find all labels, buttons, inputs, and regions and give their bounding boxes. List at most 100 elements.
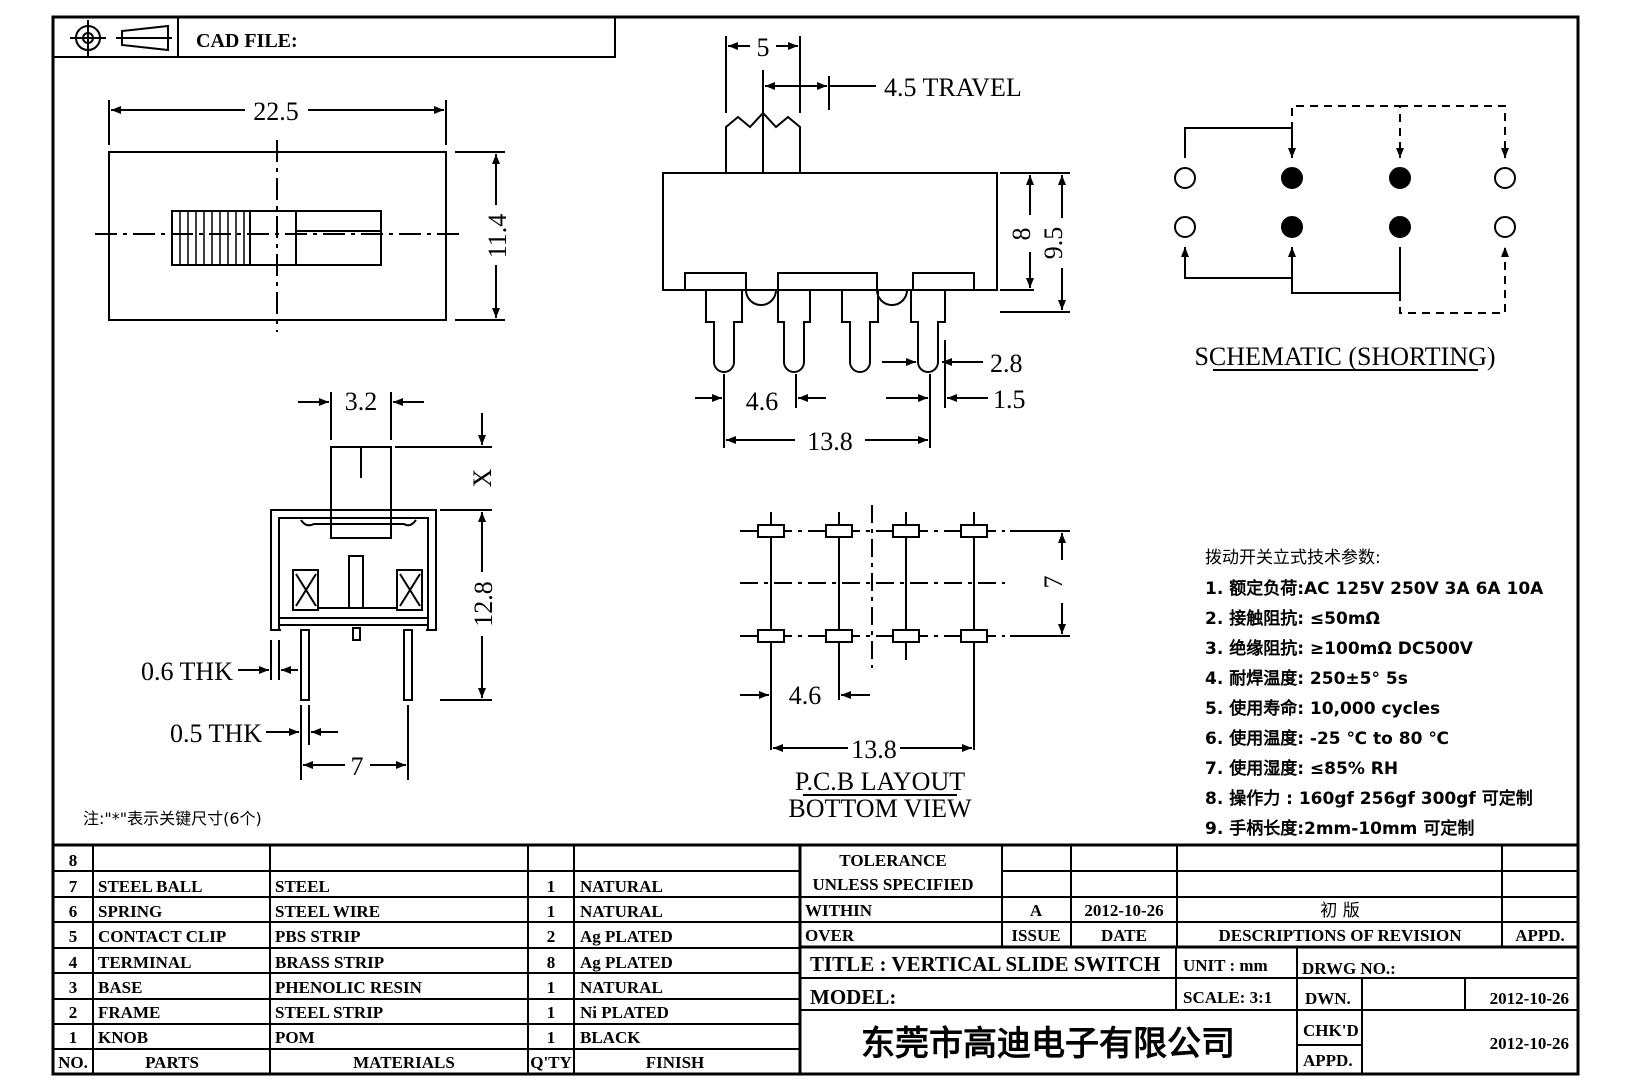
- bom-header-row: NO. PARTS MATERIALS Q'TY FINISH: [58, 1053, 704, 1072]
- front-span-dim: 13.8: [807, 427, 853, 456]
- dwn-label: DWN.: [1305, 989, 1351, 1008]
- spec-list: 拨动开关立式技术参数: 1. 额定负荷:AC 125V 250V 3A 6A 1…: [1205, 548, 1544, 839]
- title-block-grid: [800, 845, 1578, 1074]
- front-pitch-dim: 4.6: [746, 387, 779, 416]
- bom-row: 8: [69, 851, 78, 870]
- bom-part: FRAME: [98, 1003, 160, 1022]
- chkd-label: CHK'D: [1303, 1021, 1359, 1040]
- terminal-open-icon: [1494, 167, 1516, 189]
- bom-qty: 2: [547, 927, 556, 946]
- bom-part: SPRING: [98, 902, 162, 921]
- bom-no: 6: [69, 902, 78, 921]
- appd-header-label: APPD.: [1515, 926, 1565, 945]
- projection-symbol-icon: [70, 20, 172, 56]
- bom-material: STEEL WIRE: [275, 902, 380, 921]
- bom-qty: 1: [547, 1028, 556, 1047]
- bom-part: STEEL BALL: [98, 877, 202, 896]
- bom-header-parts: PARTS: [145, 1053, 199, 1072]
- revision-description: 初 版: [1320, 901, 1359, 921]
- terminal-contact-icon: [1389, 216, 1411, 238]
- side-pin-thk: 0.5 THK: [170, 719, 262, 748]
- bom-finish: Ag PLATED: [580, 927, 673, 946]
- spec-item: 4. 耐焊温度: 250±5° 5s: [1205, 668, 1408, 689]
- terminal-open-icon: [1174, 216, 1196, 238]
- terminal-contact-icon: [1389, 167, 1411, 189]
- bom-material: PHENOLIC RESIN: [275, 978, 423, 997]
- appd-label: APPD.: [1303, 1051, 1353, 1070]
- bom-finish: Ag PLATED: [580, 953, 673, 972]
- issue-label: ISSUE: [1011, 926, 1060, 945]
- unit-label: UNIT : mm: [1183, 956, 1268, 975]
- header-box: CAD FILE:: [52, 16, 616, 58]
- front-height-9-5: 9.5: [1039, 227, 1068, 260]
- bom-qty: 1: [547, 978, 556, 997]
- front-travel-dim: 4.5 TRAVEL: [884, 73, 1022, 102]
- spec-item: 5. 使用寿命: 10,000 cycles: [1205, 698, 1440, 719]
- tolerance-label: TOLERANCE: [839, 851, 946, 870]
- sheet-border: [51, 15, 1580, 1076]
- unless-specified-label: UNLESS SPECIFIED: [812, 875, 973, 894]
- spec-item: 9. 手柄长度:2mm-10mm 可定制: [1205, 818, 1474, 839]
- bom-part: CONTACT CLIP: [98, 927, 226, 946]
- front-height-8: 8: [1007, 228, 1036, 241]
- bom-finish: NATURAL: [580, 877, 663, 896]
- spec-item: 6. 使用温度: -25 ℃ to 80 ℃: [1205, 728, 1449, 749]
- bom-material: BRASS STRIP: [275, 953, 384, 972]
- bom-row: 1 KNOB POM 1 BLACK: [69, 1028, 641, 1047]
- spec-item: 8. 操作力 : 160gf 256gf 300gf 可定制: [1205, 788, 1533, 809]
- front-pin-dim-2-8: 2.8: [990, 349, 1023, 378]
- bom-header-qty: Q'TY: [530, 1053, 572, 1072]
- bom-part: BASE: [98, 978, 142, 997]
- over-label: OVER: [805, 926, 855, 945]
- pcb-layout: [740, 505, 1070, 796]
- pcb-row-dim: 7: [1039, 576, 1068, 589]
- cad-file-label: CAD FILE:: [196, 30, 298, 52]
- terminal-open-icon: [1494, 216, 1516, 238]
- top-width-dim: 22.5: [253, 97, 299, 126]
- side-x-dim: X: [468, 468, 497, 487]
- bom-row: 2 FRAME STEEL STRIP 1 Ni PLATED: [69, 1003, 669, 1022]
- bom-row: 4 TERMINAL BRASS STRIP 8 Ag PLATED: [69, 953, 673, 972]
- schematic: [1174, 105, 1516, 371]
- bom-material: PBS STRIP: [275, 927, 361, 946]
- bom-header-no: NO.: [58, 1053, 88, 1072]
- bom-no: 4: [69, 953, 78, 972]
- pcb-span-dim: 13.8: [851, 735, 897, 764]
- terminal-contact-icon: [1281, 216, 1303, 238]
- bom-row: 6 SPRING STEEL WIRE 1 NATURAL: [69, 902, 663, 921]
- within-label: WITHIN: [805, 901, 873, 920]
- chkd-date: 2012-10-26: [1490, 1034, 1569, 1053]
- bom-qty: 1: [547, 1003, 556, 1022]
- dwn-date: 2012-10-26: [1490, 989, 1569, 1008]
- front-handle-dim: 5: [757, 33, 770, 62]
- bom-qty: 8: [547, 953, 556, 972]
- bom-row: 3 BASE PHENOLIC RESIN 1 NATURAL: [69, 978, 663, 997]
- bom-table: 8 7 STEEL BALL STEEL 1 NATURAL 6 SPRING …: [58, 851, 704, 1072]
- bom-qty: 1: [547, 877, 556, 896]
- front-pin-dim-1-5: 1.5: [993, 385, 1026, 414]
- revision-date-value: 2012-10-26: [1084, 901, 1163, 920]
- bom-finish: NATURAL: [580, 902, 663, 921]
- bom-finish: NATURAL: [580, 978, 663, 997]
- spec-title: 拨动开关立式技术参数:: [1205, 548, 1381, 568]
- bom-no: 1: [69, 1028, 78, 1047]
- bom-material: POM: [275, 1028, 315, 1047]
- front-view: [662, 36, 1070, 448]
- bom-no: 3: [69, 978, 78, 997]
- drwg-no-label: DRWG NO.:: [1302, 959, 1396, 978]
- spec-item: 3. 绝缘阻抗: ≥100mΩ DC500V: [1205, 638, 1474, 659]
- top-height-dim: 11.4: [483, 214, 512, 259]
- top-view: [95, 100, 505, 332]
- bom-row: 5 CONTACT CLIP PBS STRIP 2 Ag PLATED: [69, 927, 673, 946]
- drawing-title: TITLE : VERTICAL SLIDE SWITCH: [810, 952, 1160, 976]
- bom-no: 2: [69, 1003, 78, 1022]
- spec-item: 7. 使用湿度: ≤85% RH: [1205, 758, 1398, 779]
- bom-row: 7 STEEL BALL STEEL 1 NATURAL: [69, 877, 663, 896]
- scale-label: SCALE: 3:1: [1183, 988, 1272, 1007]
- side-frame-thk: 0.6 THK: [141, 657, 233, 686]
- bom-material: STEEL: [275, 877, 330, 896]
- date-label: DATE: [1101, 926, 1147, 945]
- key-dimension-note: 注:"*"表示关键尺寸(6个): [83, 809, 262, 828]
- pcb-layout-title: P.C.B LAYOUT: [795, 767, 965, 796]
